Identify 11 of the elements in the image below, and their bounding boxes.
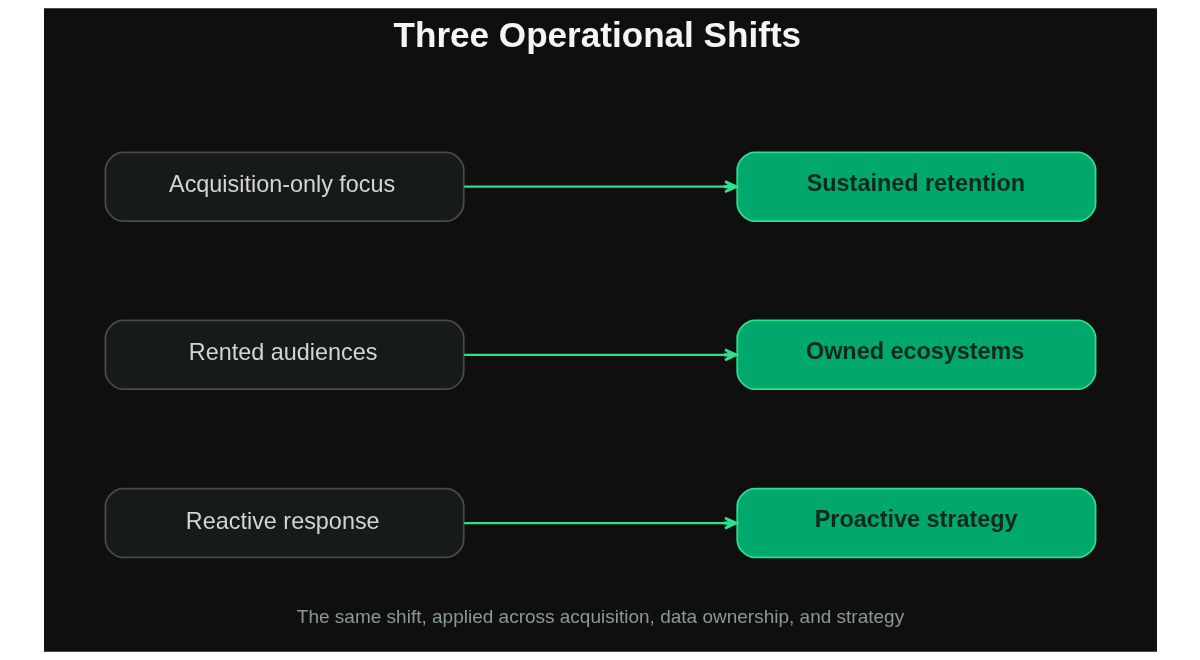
node-box: Owned ecosystems [735,319,1096,391]
arrow [463,180,738,194]
node-box: Proactive strategy [735,487,1096,559]
diagram-title: Three Operational Shifts [393,14,801,54]
arrow [463,516,738,530]
node-box: Sustained retention [735,151,1096,222]
arrow [463,348,738,362]
node-box: Acquisition-only focus [104,151,465,222]
node-box: Reactive response [104,487,465,559]
node-box: Rented audiences [104,319,465,391]
caption: The same shift, applied across acquisition, data ownership, and strategy [296,606,904,628]
